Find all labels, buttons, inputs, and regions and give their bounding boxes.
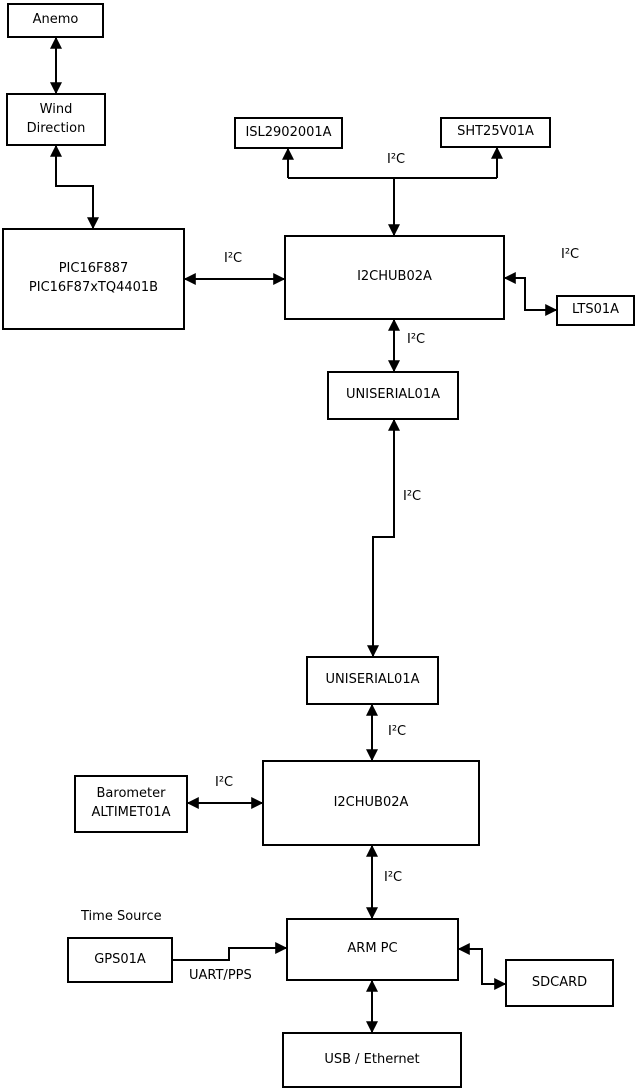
node-i2chub02a-bottom-label: I2CHUB02A xyxy=(333,794,409,810)
edge-label-time-source: Time Source xyxy=(81,909,162,924)
node-wind-direction-label-2: Direction xyxy=(26,120,86,136)
edge-label-i2c-lts-bus: I²C xyxy=(561,247,580,262)
node-isl2902001a-label: ISL2902001A xyxy=(245,124,332,140)
node-uniserial01a-bottom-label: UNISERIAL01A xyxy=(325,672,420,688)
node-sdcard-label: SDCARD xyxy=(531,974,588,990)
edge-label-i2c-sensor-bus: I²C xyxy=(387,152,406,167)
node-gps01a-label: GPS01A xyxy=(94,951,146,967)
node-uniserial01a-bottom: UNISERIAL01A xyxy=(306,656,439,705)
edge-label-i2c-hub2-arm: I²C xyxy=(384,870,403,885)
node-uniserial01a-top: UNISERIAL01A xyxy=(327,371,459,420)
node-sht25v01a: SHT25V01A xyxy=(440,117,551,148)
node-barometer-label-2: ALTIMET01A xyxy=(91,805,171,820)
node-anemo-label: Anemo xyxy=(32,12,79,28)
node-sdcard: SDCARD xyxy=(505,959,614,1007)
node-i2chub02a-top: I2CHUB02A xyxy=(284,235,505,320)
node-barometer-label-1: Barometer xyxy=(96,786,166,802)
node-barometer-altimet01a: Barometer ALTIMET01A xyxy=(74,775,188,833)
node-gps01a: GPS01A xyxy=(67,937,173,983)
node-pic16f887-label-1: PIC16F887 xyxy=(58,261,129,277)
node-i2chub02a-bottom: I2CHUB02A xyxy=(262,760,480,846)
node-anemo: Anemo xyxy=(7,3,104,38)
edge-gps-armpc xyxy=(173,942,288,961)
edge-label-i2c-hub1-serial: I²C xyxy=(407,332,426,347)
node-sht25v01a-label: SHT25V01A xyxy=(457,124,534,140)
edge-wind-pic xyxy=(50,144,99,230)
edge-label-i2c-serial-link: I²C xyxy=(403,489,422,504)
edge-uniserial1-uniserial2 xyxy=(367,418,400,658)
node-usb-ethernet-label: USB / Ethernet xyxy=(324,1051,420,1067)
node-pic16f887-label-2: PIC16F87xTQ4401B xyxy=(28,280,159,295)
edge-label-uart-pps: UART/PPS xyxy=(189,968,252,983)
node-arm-pc-label: ARM PC xyxy=(347,941,398,957)
node-uniserial01a-top-label: UNISERIAL01A xyxy=(346,387,440,403)
edge-label-i2c-serial2-hub2: I²C xyxy=(388,724,407,739)
node-i2chub02a-top-label: I2CHUB02A xyxy=(357,269,432,285)
edge-label-i2c-pic-bus: I²C xyxy=(224,251,243,266)
node-lts01a: LTS01A xyxy=(556,295,635,326)
node-wind-direction-label-1: Wind xyxy=(39,101,73,117)
node-isl2902001a: ISL2902001A xyxy=(234,117,343,149)
edge-hub-lts xyxy=(503,272,558,316)
node-usb-ethernet: USB / Ethernet xyxy=(282,1032,462,1088)
node-wind-direction: Wind Direction xyxy=(6,93,106,146)
node-pic16f887: PIC16F887 PIC16F87xTQ4401B xyxy=(2,228,185,330)
node-lts01a-label: LTS01A xyxy=(571,302,620,318)
edge-label-i2c-baro-bus: I²C xyxy=(215,775,234,790)
node-arm-pc: ARM PC xyxy=(286,918,459,981)
edge-armpc-sdcard xyxy=(457,943,507,990)
